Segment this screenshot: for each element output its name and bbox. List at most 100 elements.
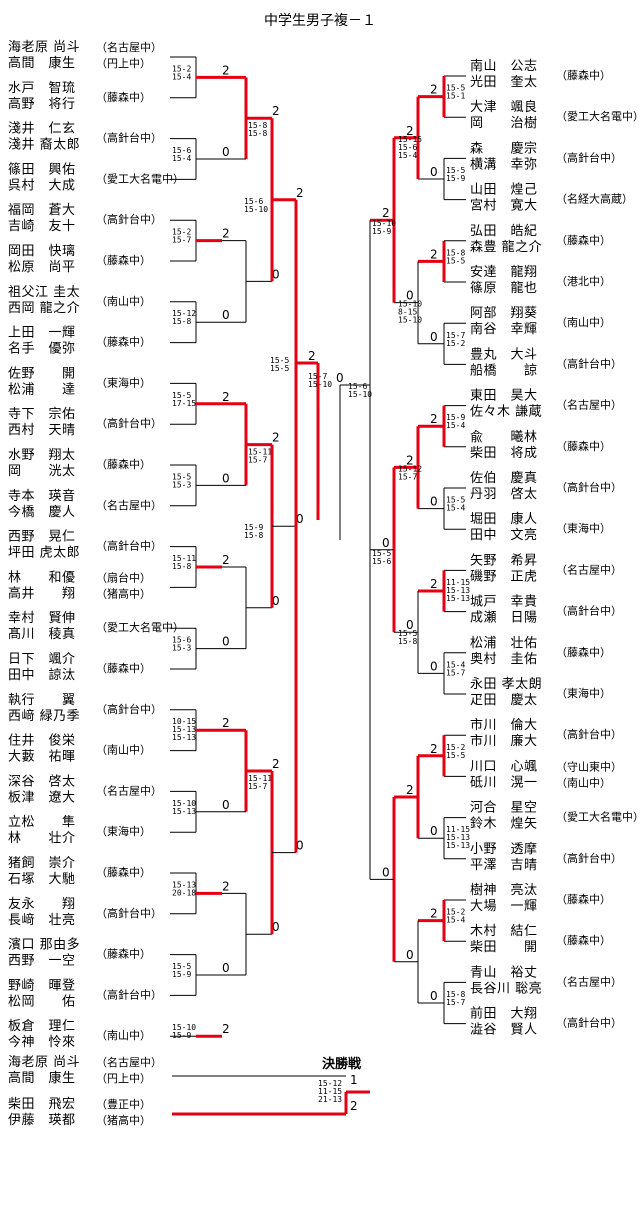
player-name: 樹神 亮汰: [470, 882, 538, 898]
player-name: 寺本 瑛音: [8, 488, 76, 504]
score-label: 15-5: [398, 629, 417, 638]
player-name: 祖父江 圭太: [8, 285, 80, 300]
game-count: 0: [406, 618, 414, 632]
score-label: 15-4: [172, 154, 191, 163]
club-name: （円上中）: [96, 57, 151, 70]
game-count: 2: [222, 879, 230, 893]
game-count: 0: [222, 145, 230, 159]
club-name: （高針台中）: [556, 851, 622, 865]
player-name: 高間 康生: [8, 1070, 76, 1086]
player-name: 篠田 興佑: [8, 162, 76, 177]
club-name: （名古屋中）: [556, 398, 622, 412]
game-count: 0: [222, 635, 230, 649]
game-count: 2: [430, 577, 438, 591]
club-name: （藤森中）: [96, 457, 151, 471]
score-label: 15-7: [308, 372, 327, 381]
score-label: 15-8: [172, 562, 191, 571]
score-label: 15-4: [398, 151, 417, 160]
player-name: 木村 結仁: [470, 924, 538, 939]
player-name: 佐伯 慶真: [470, 471, 538, 486]
score-label: 15-12: [318, 1079, 342, 1088]
score-label: 15-13: [172, 733, 196, 742]
score-label: 15-2: [172, 228, 191, 237]
player-name: 西村 天晴: [8, 423, 76, 438]
player-name: 福岡 蒼大: [8, 203, 76, 218]
score-label: 15-15: [398, 135, 422, 144]
game-count: 2: [222, 1022, 230, 1036]
game-count: 2: [430, 247, 438, 261]
game-count: 2: [222, 553, 230, 567]
club-name: （藤森中）: [556, 439, 611, 453]
player-name: 淺井 仁玄: [8, 122, 76, 137]
club-name: （愛工大名電中）: [96, 620, 184, 634]
score-label: 15-7: [172, 236, 191, 245]
game-count: 2: [406, 453, 414, 467]
player-name: 住井 俊栄: [8, 734, 76, 749]
player-name: 今神 怜來: [8, 1034, 76, 1050]
player-name: 横溝 幸弥: [470, 156, 538, 172]
player-name: 前田 大翔: [470, 1006, 538, 1022]
club-name: （藤森中）: [556, 68, 611, 82]
player-name: 弘田 皓紀: [470, 224, 538, 239]
score-label: 15-12: [172, 309, 196, 318]
club-name: （高針台中）: [96, 906, 162, 920]
score-label: 15-10: [244, 205, 268, 214]
club-name: （高針台中）: [556, 356, 622, 370]
player-name: 柴田 飛宏: [8, 1097, 76, 1112]
score-label: 15-9: [172, 970, 191, 979]
player-name: 岡 治樹: [470, 116, 538, 131]
page-title: 中学生男子複－１: [264, 13, 376, 29]
player-name: 篠原 龍也: [470, 280, 538, 296]
score-label: 15-4: [446, 916, 465, 925]
score-label: 15-13: [446, 833, 470, 842]
score-label: 15-2: [172, 64, 191, 73]
club-name: （愛工大名電中）: [96, 171, 184, 185]
game-count: 0: [406, 289, 414, 303]
score-label: 17-15: [172, 399, 196, 408]
club-name: （高針台中）: [96, 416, 162, 430]
game-count: 2: [406, 124, 414, 138]
player-name: 西岡 龍之介: [8, 300, 80, 316]
club-name: （扇台中）: [96, 570, 151, 584]
player-name: 成瀬 日陽: [470, 611, 538, 626]
player-name: 板倉 理仁: [8, 1019, 76, 1034]
player-name: 水野 翔太: [8, 448, 76, 463]
score-label: 15-5: [172, 472, 191, 481]
player-name: 友永 翔: [8, 896, 76, 912]
club-name: （藤森中）: [556, 892, 611, 906]
score-label: 15-9: [172, 1031, 191, 1040]
club-name: （藤森中）: [96, 947, 151, 961]
score-label: 15-10: [398, 300, 422, 309]
game-count: 1: [350, 1073, 358, 1087]
club-name: （高針台中）: [556, 1016, 622, 1030]
score-label: 15-5: [446, 751, 465, 760]
player-name: 柴田 将成: [470, 446, 538, 461]
score-label: 15-8: [244, 531, 263, 540]
player-name: 鈴木 煌矢: [470, 817, 538, 832]
player-name: 幸村 賢伸: [8, 611, 76, 626]
player-name: 大藪 祐暉: [8, 750, 76, 765]
game-count: 0: [272, 594, 280, 608]
score-label: 15-2: [446, 743, 465, 752]
player-name: 髙川 稜真: [8, 626, 76, 642]
score-label: 15-10: [308, 380, 332, 389]
club-name: （高針台中）: [96, 987, 162, 1001]
club-name: （愛工大名電中）: [556, 810, 640, 824]
game-count: 0: [430, 330, 438, 344]
score-label: 15-2: [446, 339, 465, 348]
club-name: （猪高中）: [96, 1113, 151, 1127]
score-label: 10-15: [172, 717, 196, 726]
score-label: 15-11: [248, 774, 272, 783]
club-name: （名古屋中）: [96, 783, 162, 797]
player-name: 深谷 啓太: [8, 774, 76, 789]
game-count: 2: [308, 349, 316, 363]
game-count: 2: [430, 907, 438, 921]
score-label: 15-7: [248, 456, 267, 465]
game-count: 0: [296, 839, 304, 853]
player-name: 長﨑 壮亮: [8, 912, 76, 928]
club-name: （豊正中）: [96, 1098, 151, 1111]
game-count: 2: [430, 412, 438, 426]
player-name: 西﨑 緑乃季: [8, 708, 80, 724]
game-count: 0: [430, 824, 438, 838]
player-name: 野崎 暉登: [8, 978, 76, 993]
